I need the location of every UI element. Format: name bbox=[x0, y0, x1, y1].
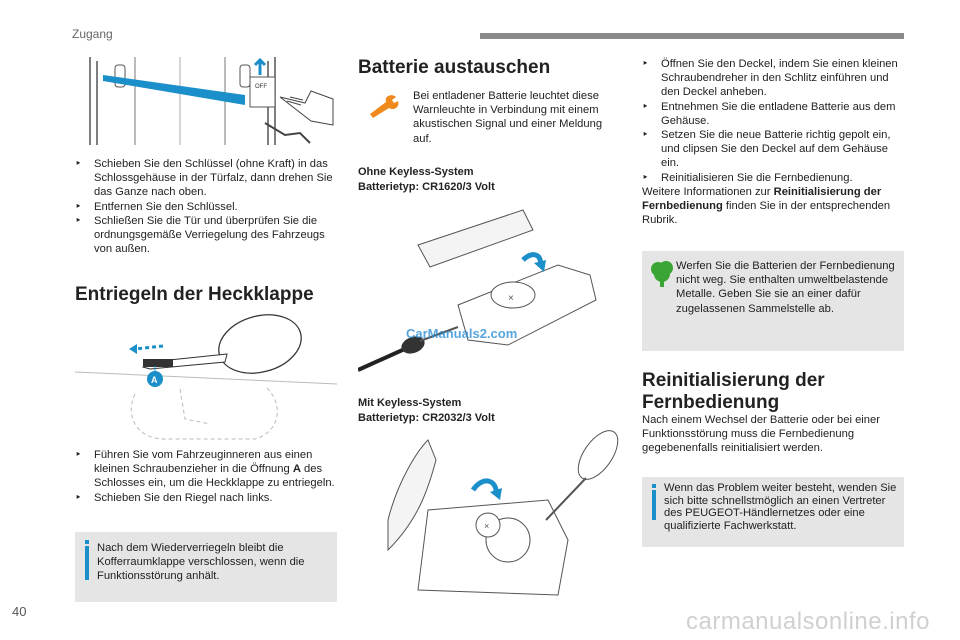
label-a: A bbox=[151, 375, 158, 385]
image-watermark: CarManuals2.com bbox=[406, 326, 517, 341]
section-title: Zugang bbox=[72, 27, 113, 41]
arrow-bullet-icon: ‣ bbox=[75, 491, 82, 504]
arrow-bullet-icon: ‣ bbox=[642, 100, 649, 113]
arrow-bullet-icon: ‣ bbox=[75, 449, 82, 461]
off-label: OFF bbox=[255, 84, 267, 90]
bullet-item: ‣Setzen Sie die neue Batterie richtig ge… bbox=[642, 129, 891, 170]
battery-heading: Batterie austauschen bbox=[358, 57, 551, 78]
tree-eco-icon bbox=[651, 261, 673, 287]
wrench-warning-icon bbox=[370, 95, 399, 118]
arrow-bullet-icon: ‣ bbox=[75, 158, 82, 170]
warning-text: Bei entladener Batterie leuchtet diese W… bbox=[413, 90, 603, 145]
bullet-item: ‣Entfernen Sie den Schlüssel. bbox=[75, 200, 238, 213]
page-watermark: carmanualsonline.info bbox=[686, 608, 930, 635]
bullet-item: ‣Führen Sie vom Fahrzeuginneren aus eine… bbox=[75, 449, 335, 490]
info-icon bbox=[85, 546, 89, 580]
arrow-bullet-icon: ‣ bbox=[642, 129, 649, 142]
subtitle-keyless: Mit Keyless-System Batterietyp: CR2032/3… bbox=[358, 397, 495, 424]
tailgate-heading: Entriegeln der Heckklappe bbox=[75, 284, 314, 305]
info-icon bbox=[652, 490, 656, 520]
tailgate-illustration: A bbox=[75, 314, 337, 440]
key-battery-illustration-1: × CarManuals2.com bbox=[358, 209, 597, 372]
door-key-illustration: OFF bbox=[89, 57, 334, 145]
info-note-2: Wenn das Problem weiter besteht, wenden … bbox=[642, 477, 904, 547]
key-battery-illustration-2: × bbox=[387, 430, 619, 596]
page-number: 40 bbox=[12, 604, 27, 619]
bullet-item: ‣Entnehmen Sie die entladene Batterie au… bbox=[642, 100, 896, 127]
subtitle-no-keyless: Ohne Keyless-System Batterietyp: CR1620/… bbox=[358, 166, 495, 193]
bullet-item: ‣Öffnen Sie den Deckel, indem Sie einen … bbox=[642, 58, 898, 99]
bullet-item: ‣Schieben Sie den Riegel nach links. bbox=[75, 491, 273, 504]
svg-text:×: × bbox=[484, 521, 489, 531]
bullet-item: ‣Schieben Sie den Schlüssel (ohne Kraft)… bbox=[75, 158, 333, 199]
reinit-paragraph: Nach einem Wechsel der Batterie oder bei… bbox=[642, 414, 880, 455]
arrow-bullet-icon: ‣ bbox=[642, 58, 649, 70]
arrow-bullet-icon: ‣ bbox=[642, 171, 649, 184]
bullet-item: ‣Reinitialisieren Sie die Fernbedienung. bbox=[642, 171, 853, 184]
info-paragraph: Weitere Informationen zur Reinitialisier… bbox=[642, 185, 891, 227]
arrow-bullet-icon: ‣ bbox=[75, 200, 82, 213]
svg-text:×: × bbox=[508, 293, 514, 304]
header-bar bbox=[480, 33, 904, 39]
reinit-heading: Reinitialisierung der Fernbedienung bbox=[642, 370, 825, 413]
eco-note: Werfen Sie die Batterien der Fernbedienu… bbox=[642, 251, 904, 351]
bullet-item: ‣Schließen Sie die Tür und überprüfen Si… bbox=[75, 214, 325, 256]
arrow-bullet-icon: ‣ bbox=[75, 214, 82, 227]
info-note: Nach dem Wiederverriegeln bleibt die Kof… bbox=[75, 532, 337, 602]
